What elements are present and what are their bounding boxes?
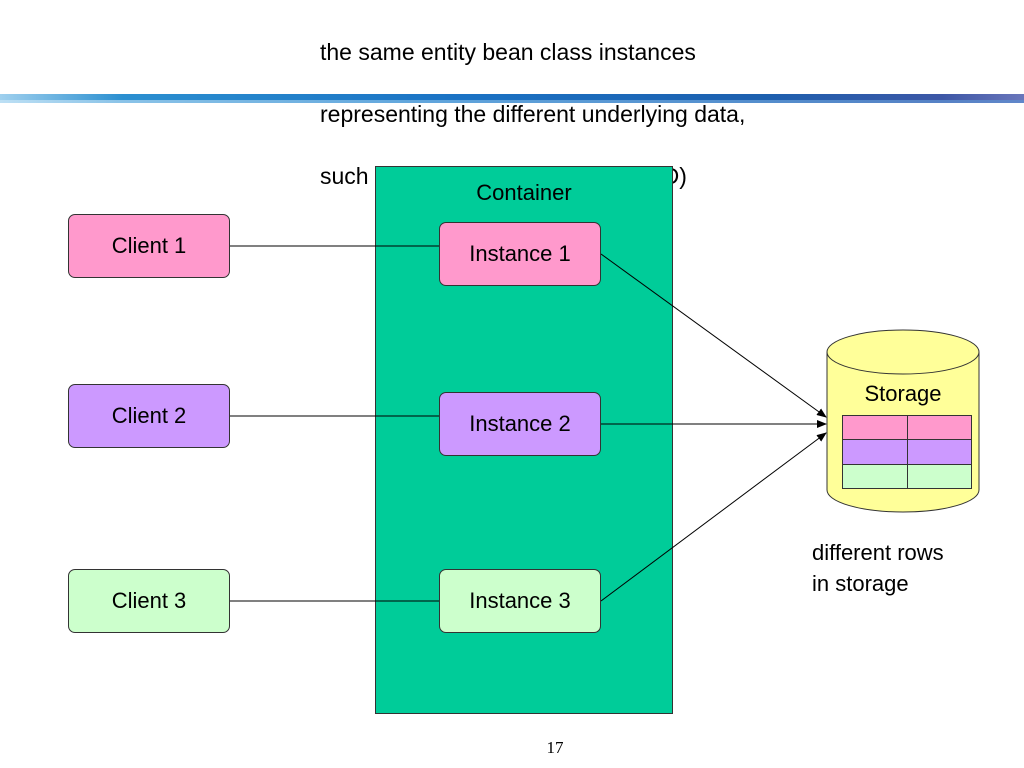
note-line-2: in storage [812, 571, 909, 596]
storage-cell [842, 414, 908, 441]
storage-cell [842, 439, 908, 465]
storage-cell [906, 439, 972, 465]
arrow-instance1-storage [600, 253, 827, 418]
storage-label: Storage [864, 381, 942, 406]
storage-row-3 [842, 463, 972, 490]
client-1-box[interactable]: Client 1 [68, 214, 230, 278]
storage-cell [906, 414, 972, 441]
arrow-instance3-storage [600, 432, 827, 602]
storage-cylinder-top [826, 329, 980, 375]
storage-row-1 [842, 414, 972, 441]
page-number: 17 [546, 738, 564, 757]
header-banner [0, 94, 1024, 103]
title-line-1: the same entity bean class instances [320, 39, 696, 65]
note-line-1: different rows [812, 540, 944, 565]
storage-row-2 [842, 439, 972, 465]
instance-1-box[interactable]: Instance 1 [439, 222, 601, 286]
storage-rows-table [842, 414, 972, 490]
title-line-2: representing the different underlying da… [320, 101, 746, 127]
storage-cell [906, 463, 972, 490]
instance-2-box[interactable]: Instance 2 [439, 392, 601, 456]
client-2-box[interactable]: Client 2 [68, 384, 230, 448]
client-3-box[interactable]: Client 3 [68, 569, 230, 633]
storage-cell [842, 463, 908, 490]
instance-3-box[interactable]: Instance 3 [439, 569, 601, 633]
storage-note: different rows in storage [812, 537, 1012, 599]
container-label: Container [476, 180, 572, 205]
